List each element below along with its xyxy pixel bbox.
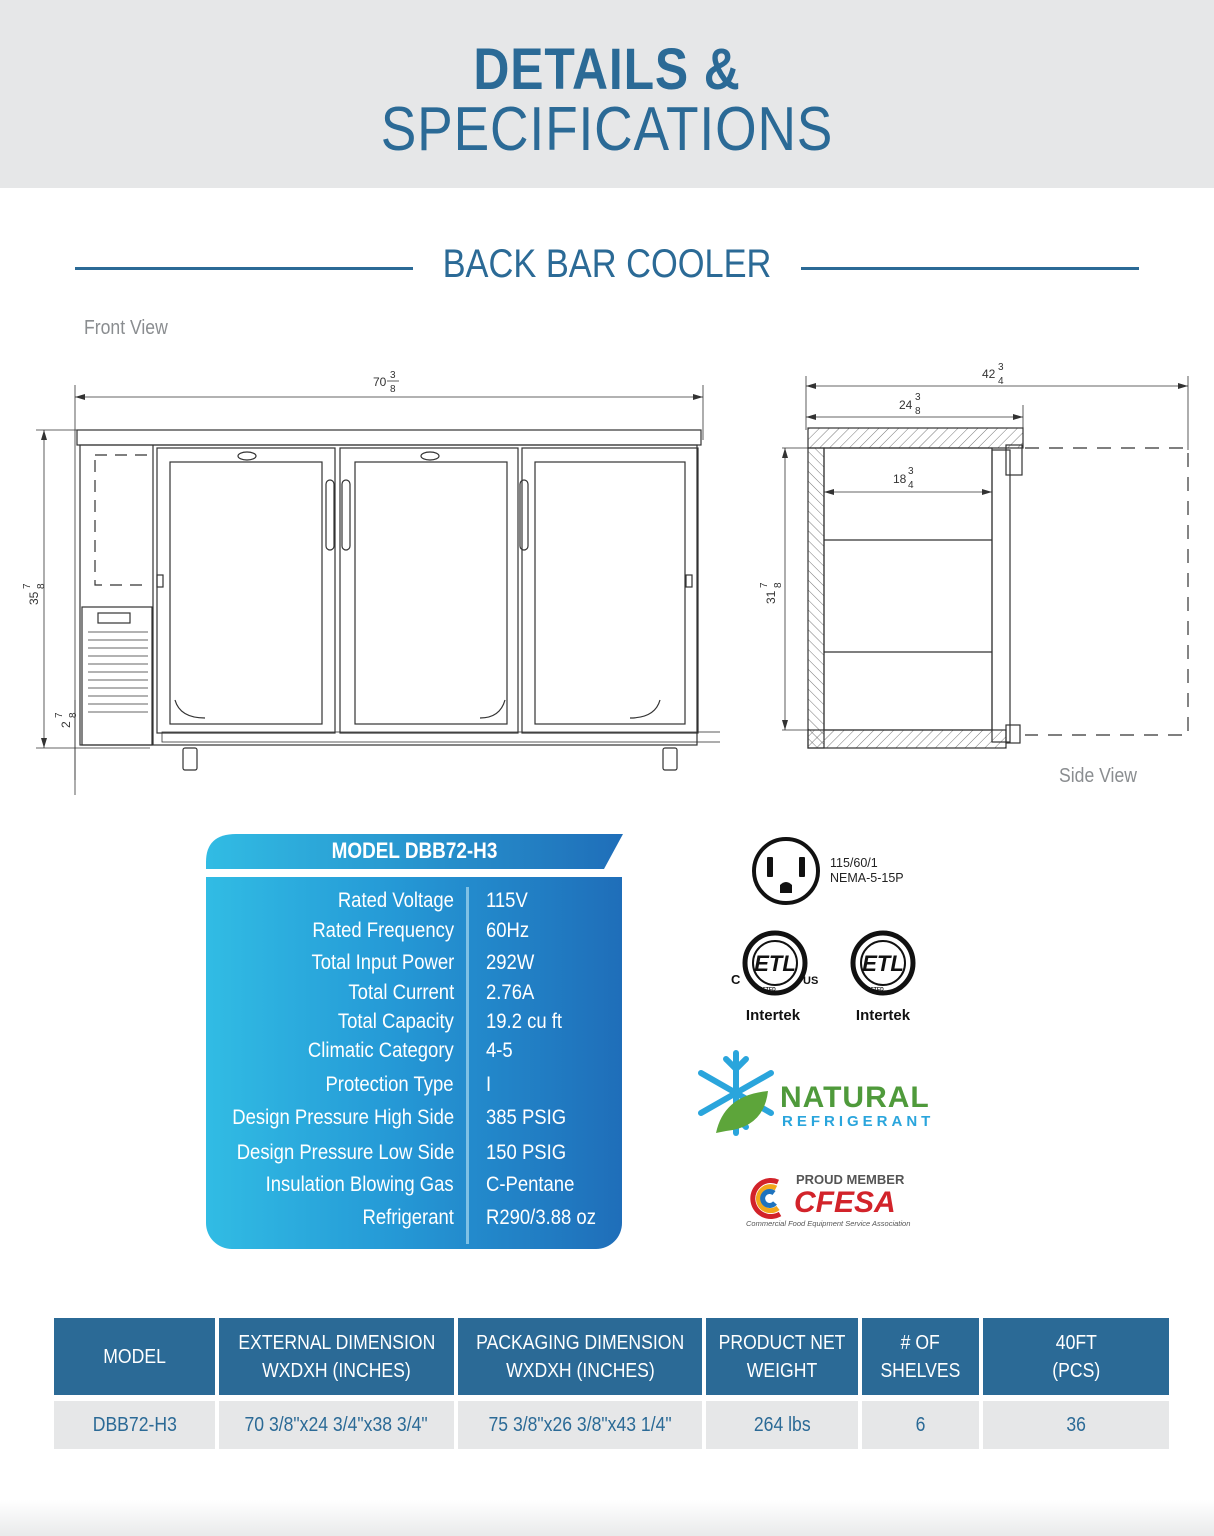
spec-label: Design Pressure Low Side xyxy=(236,1141,454,1164)
leaf-icon xyxy=(716,1091,768,1133)
spec-value: I xyxy=(486,1073,492,1096)
model-header: MODEL DBB72-H3 xyxy=(331,838,498,863)
svg-text:Intertek: Intertek xyxy=(856,1007,911,1024)
front-base-dim: 2 xyxy=(59,721,73,728)
svg-text:Commercial Food Equipment Serv: Commercial Food Equipment Service Associ… xyxy=(746,1219,910,1228)
spec-panel xyxy=(206,877,622,1249)
svg-text:8: 8 xyxy=(773,582,784,588)
side-interior-depth-dim: 18 xyxy=(893,472,907,486)
model-header-tab xyxy=(206,834,623,869)
svg-text:PROUD MEMBER: PROUD MEMBER xyxy=(796,1172,905,1187)
section-rule-right xyxy=(801,267,1139,270)
cell-packaging: 75 3/8"x26 3/8"x43 1/4" xyxy=(458,1401,702,1449)
etl-listed-icon: ETL LISTED Intertek xyxy=(850,930,916,1024)
cell-external: 70 3/8"x24 3/4"x38 3/4" xyxy=(219,1401,454,1449)
spec-divider xyxy=(466,887,469,1244)
page-title-line2: SPECIFICATIONS xyxy=(380,95,834,164)
spec-value: 150 PSIG xyxy=(486,1141,567,1164)
svg-text:C: C xyxy=(731,972,741,987)
svg-text:8: 8 xyxy=(390,384,396,395)
svg-text:7: 7 xyxy=(759,582,770,588)
section-title: BACK BAR COOLER xyxy=(442,242,772,286)
section-rule-left xyxy=(75,267,413,270)
side-view-label: Side View xyxy=(1059,765,1137,787)
cell-model: DBB72-H3 xyxy=(54,1401,215,1449)
spec-label: Design Pressure High Side xyxy=(232,1106,454,1129)
svg-text:8: 8 xyxy=(915,406,921,417)
svg-text:3: 3 xyxy=(998,362,1004,373)
svg-text:8: 8 xyxy=(36,583,47,589)
svg-text:Intertek: Intertek xyxy=(746,1007,801,1024)
spec-label: Rated Voltage xyxy=(337,889,454,912)
spec-value: 19.2 cu ft xyxy=(486,1010,563,1033)
nema-plug-icon xyxy=(752,837,820,905)
svg-text:7: 7 xyxy=(22,583,33,589)
spec-label: Climatic Category xyxy=(308,1039,454,1062)
svg-text:7: 7 xyxy=(54,712,65,718)
spec-label: Total Capacity xyxy=(337,1010,454,1033)
svg-text:CFESA: CFESA xyxy=(794,1186,896,1219)
spec-value: 2.76A xyxy=(486,981,535,1004)
svg-text:4: 4 xyxy=(998,376,1004,387)
spec-value: 4-5 xyxy=(486,1039,513,1062)
spec-value: C-Pentane xyxy=(486,1173,575,1196)
svg-text:8: 8 xyxy=(68,712,79,718)
page-title-line1: DETAILS & xyxy=(473,37,741,102)
footer-band xyxy=(0,1500,1214,1536)
table-row: DBB72-H3 70 3/8"x24 3/4"x38 3/4" 75 3/8"… xyxy=(54,1401,1169,1449)
svg-text:LISTED: LISTED xyxy=(866,987,884,993)
front-view-drawing: 70 3 8 35 7 8 2 7 8 xyxy=(22,370,720,795)
svg-text:3: 3 xyxy=(915,392,921,403)
side-total-depth-dim: 42 xyxy=(982,367,996,381)
svg-text:3: 3 xyxy=(390,370,396,381)
col-header-40ft: 40FT(PCS) xyxy=(983,1318,1169,1395)
svg-text:3: 3 xyxy=(908,466,914,477)
spec-value: 385 PSIG xyxy=(486,1106,567,1129)
spec-value: 115V xyxy=(486,889,528,912)
spec-label: Total Current xyxy=(348,981,454,1004)
svg-text:4: 4 xyxy=(908,480,914,491)
spec-label: Protection Type xyxy=(325,1073,454,1096)
cfesa-swirl-icon xyxy=(750,1178,782,1219)
svg-text:LISTED: LISTED xyxy=(758,987,776,993)
spec-value: 292W xyxy=(486,951,535,974)
cfesa-logo: PROUD MEMBER CFESA Commercial Food Equip… xyxy=(746,1172,910,1228)
etl-listed-cus-icon: ETL LISTED C US Intertek xyxy=(731,930,818,1024)
cell-40ft: 36 xyxy=(983,1401,1169,1449)
svg-text:ETL: ETL xyxy=(862,951,904,976)
front-width-dim: 70 xyxy=(373,375,387,389)
col-header-model: MODEL xyxy=(54,1318,215,1395)
side-view-drawing: 42 3 4 24 3 8 18 3 4 31 7 8 xyxy=(759,362,1189,749)
spec-label: Insulation Blowing Gas xyxy=(266,1173,454,1196)
side-body-depth-dim: 24 xyxy=(899,398,913,412)
spec-label: Refrigerant xyxy=(362,1206,454,1229)
svg-text:ETL: ETL xyxy=(754,951,796,976)
natural-refrigerant-logo: NATURAL REFRIGERANT xyxy=(698,1050,934,1136)
svg-text:REFRIGERANT: REFRIGERANT xyxy=(782,1113,934,1130)
header-band: DETAILS & SPECIFICATIONS xyxy=(0,0,1214,188)
plug-rating: 115/60/1 xyxy=(830,856,878,870)
svg-text:US: US xyxy=(803,975,818,987)
spec-label: Rated Frequency xyxy=(312,919,454,942)
plug-type: NEMA-5-15P xyxy=(830,871,904,885)
cell-shelves: 6 xyxy=(862,1401,979,1449)
spec-value: 60Hz xyxy=(486,919,530,942)
cell-weight: 264 lbs xyxy=(706,1401,858,1449)
front-view-label: Front View xyxy=(84,317,168,339)
spec-value: R290/3.88 oz xyxy=(486,1206,596,1229)
svg-text:NATURAL: NATURAL xyxy=(780,1081,930,1114)
spec-label: Total Input Power xyxy=(311,951,454,974)
side-interior-height-dim: 31 xyxy=(764,590,778,604)
front-height-dim: 35 xyxy=(27,591,41,605)
